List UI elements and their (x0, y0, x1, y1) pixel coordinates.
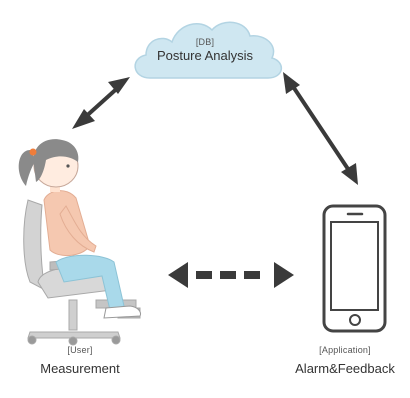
db-name: Posture Analysis (156, 48, 254, 63)
db-tag: [DB] (195, 37, 215, 47)
person-on-chair-illustration (18, 139, 141, 346)
arrow-user-app-dashed (168, 262, 294, 288)
user-tag: [User] (67, 345, 93, 355)
user-node-label: [User] Measurement (10, 345, 150, 376)
app-tag: [Application] (319, 345, 371, 355)
app-node-label: [Application] Alarm&Feedback (285, 345, 405, 376)
arrow-user-db (72, 77, 130, 129)
app-name: Alarm&Feedback (295, 361, 395, 376)
db-node-label: [DB] Posture Analysis (135, 37, 275, 63)
user-name: Measurement (40, 361, 120, 376)
smartphone-icon (322, 204, 387, 333)
arrow-db-app (283, 72, 358, 185)
cloud-db-icon (134, 21, 282, 79)
